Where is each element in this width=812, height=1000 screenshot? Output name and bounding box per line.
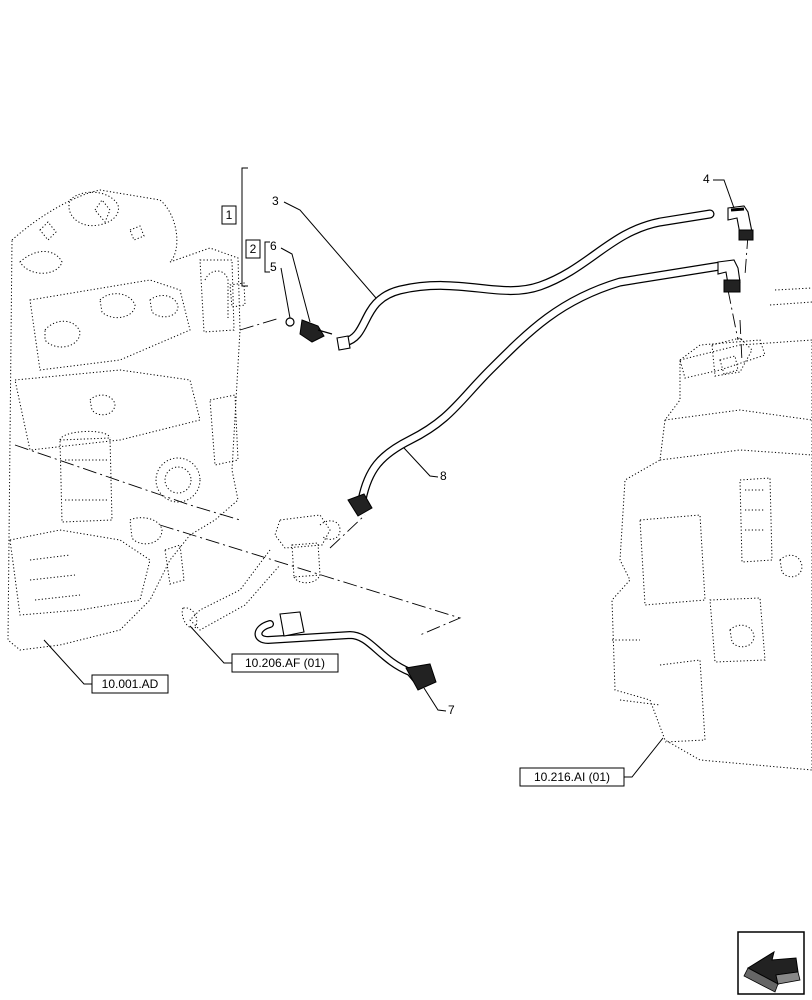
ref-label-filter[interactable]: 10.206.AF (01)	[189, 625, 339, 673]
svg-text:5: 5	[270, 260, 277, 274]
arrow-next-page-icon[interactable]	[737, 931, 805, 995]
callout-8: 8	[403, 447, 447, 483]
svg-text:7: 7	[448, 703, 455, 717]
svg-text:4: 4	[703, 172, 710, 186]
svg-text:8: 8	[440, 469, 447, 483]
svg-text:1: 1	[226, 208, 233, 222]
callout-6: 6	[270, 239, 311, 323]
assembly-bracket	[241, 167, 270, 287]
fitting-5-6-connector	[285, 317, 333, 343]
svg-text:10.001.AD: 10.001.AD	[102, 677, 159, 691]
svg-text:10.206.AF (01): 10.206.AF (01)	[245, 656, 325, 670]
svg-text:2: 2	[250, 242, 257, 256]
ref-label-engine[interactable]: 10.001.AD	[43, 639, 169, 694]
svg-text:10.216.AI (01): 10.216.AI (01)	[534, 770, 610, 784]
hose-7	[254, 611, 437, 691]
hose-3	[336, 209, 715, 351]
svg-text:3: 3	[272, 194, 279, 208]
center-lines	[14, 234, 749, 636]
callout-2: 2	[245, 239, 261, 259]
filter-assembly	[181, 514, 341, 631]
hose-8-end-connector	[347, 493, 373, 517]
fitting-lower-elbow	[717, 259, 741, 293]
callout-7: 7	[423, 687, 455, 717]
engine-assembly	[7, 189, 246, 651]
svg-text:6: 6	[270, 239, 277, 253]
callout-3: 3	[272, 194, 377, 299]
ref-label-tank[interactable]: 10.216.AI (01)	[519, 737, 664, 787]
callout-1: 1	[221, 205, 237, 225]
hose-8	[357, 261, 725, 505]
fitting-4-elbow	[727, 205, 754, 241]
callout-4: 4	[703, 172, 735, 209]
callout-5: 5	[270, 260, 291, 319]
fuel-tank-assembly	[611, 287, 812, 771]
